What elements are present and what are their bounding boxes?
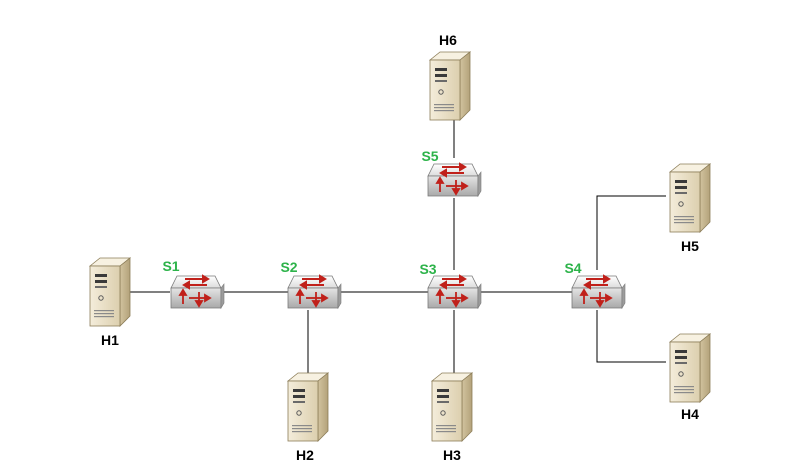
switch-label: S2 <box>280 259 297 275</box>
server-tower-icon <box>669 333 711 403</box>
host-h3[interactable]: H3 <box>431 372 473 463</box>
network-switch-icon <box>427 163 482 197</box>
host-label: H6 <box>439 32 457 48</box>
server-tower-icon <box>89 257 131 327</box>
host-label: H1 <box>101 332 119 348</box>
links-layer <box>126 118 666 380</box>
server-tower-icon <box>669 163 711 233</box>
switch-s4[interactable]: S4 <box>564 260 626 309</box>
switch-label: S3 <box>419 261 436 277</box>
switch-s1[interactable]: S1 <box>162 258 225 309</box>
server-tower-icon <box>429 51 471 121</box>
switch-label: S1 <box>162 258 179 274</box>
host-label: H5 <box>681 238 699 254</box>
server-tower-icon <box>431 372 473 442</box>
host-label: H4 <box>681 406 699 422</box>
switch-s3[interactable]: S3 <box>419 261 482 309</box>
host-h4[interactable]: H4 <box>669 333 711 422</box>
host-h6[interactable]: H6 <box>429 32 471 121</box>
switch-label: S5 <box>421 148 438 164</box>
switch-s5[interactable]: S5 <box>421 148 482 197</box>
switch-s2[interactable]: S2 <box>280 259 342 309</box>
network-switch-icon <box>287 275 342 309</box>
network-switch-icon <box>427 275 482 309</box>
link-s4-h4 <box>596 310 666 363</box>
network-switch-icon <box>571 275 626 309</box>
host-label: H3 <box>443 447 461 463</box>
link-s4-h5 <box>596 195 666 270</box>
network-switch-icon <box>170 275 225 309</box>
host-h2[interactable]: H2 <box>287 372 329 463</box>
host-label: H2 <box>296 447 314 463</box>
switch-label: S4 <box>564 260 581 276</box>
host-h5[interactable]: H5 <box>669 163 711 254</box>
host-h1[interactable]: H1 <box>89 257 131 348</box>
server-tower-icon <box>287 372 329 442</box>
